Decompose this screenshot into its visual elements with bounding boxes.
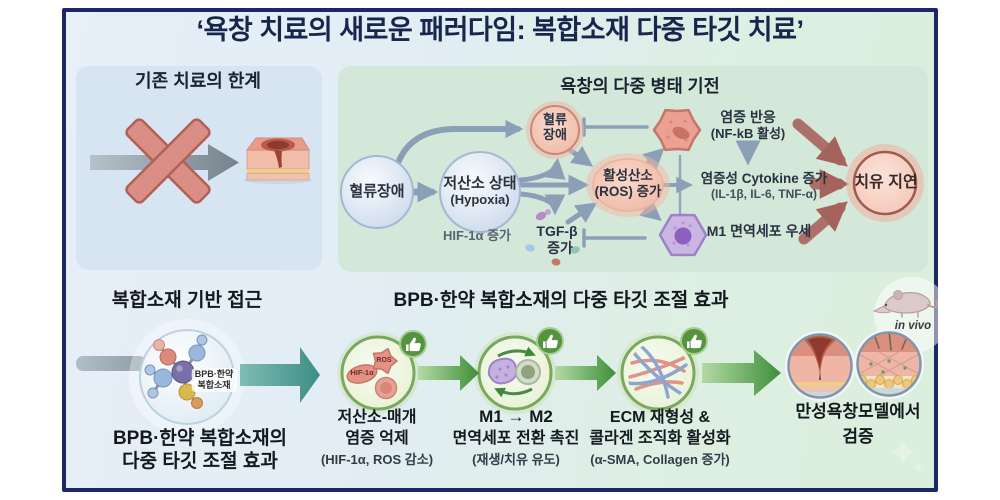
tgf-blobs-icon bbox=[525, 209, 580, 266]
panel-mechanism-title: 욕창의 다중 병태 기전 bbox=[560, 76, 720, 96]
panel-limits-title: 기존 치료의 한계 bbox=[135, 71, 261, 91]
label-ros-l2: (ROS) 증가 bbox=[594, 184, 662, 199]
step2-sub: (재생/치유 유도) bbox=[472, 452, 560, 467]
wound-model-circle bbox=[785, 331, 855, 401]
approach-inflow-bar bbox=[76, 356, 146, 371]
label-tgf-l1: TGF-β bbox=[536, 223, 578, 239]
panel-mechanism-art bbox=[340, 101, 924, 266]
step1-l2: 염증 억제 bbox=[345, 430, 409, 447]
label-hif-increase: HIF-1α 증가 bbox=[442, 228, 512, 243]
step3-sub: (α-SMA, Collagen 증가) bbox=[590, 452, 730, 467]
label-ros-l1: 활성산소 bbox=[603, 168, 653, 183]
thumbs-up-badge-3 bbox=[680, 327, 708, 355]
bottom-art bbox=[76, 277, 950, 473]
step2-l2: 면역세포 전환 촉진 bbox=[452, 430, 580, 447]
label-hypoxia: 저산소 상태 bbox=[443, 175, 517, 192]
label-cytokine-l2: (IL-1β, IL-6, TNF-α) bbox=[710, 187, 818, 201]
label-inflammation-l1: 염증 반응 bbox=[720, 109, 776, 125]
approach-caption-l1: BPB·한약 복합소재의 bbox=[112, 428, 288, 449]
red-x-icon bbox=[125, 118, 211, 204]
step3-l1: ECM 재형성 & bbox=[609, 409, 711, 426]
delay-arrows bbox=[792, 118, 850, 245]
label-tgf-l2: 증가 bbox=[547, 240, 573, 256]
label-hypoxia-en: (Hypoxia) bbox=[450, 192, 510, 207]
mouse-icon bbox=[872, 290, 938, 318]
inner-ros-label: ROS bbox=[376, 357, 392, 364]
step-arrow-2 bbox=[555, 355, 616, 391]
healed-skin-circle bbox=[854, 329, 924, 399]
node-healing-delay bbox=[852, 150, 918, 216]
label-cytokine-l1: 염증성 Cytokine 증가 bbox=[700, 171, 828, 186]
panel-limits-art bbox=[90, 118, 312, 204]
m1-cell-icon bbox=[658, 213, 708, 257]
node-hypoxia bbox=[439, 151, 521, 233]
molecule-label-l1: BPB·한약 bbox=[194, 369, 234, 379]
step-arrow-3 bbox=[702, 350, 781, 396]
inflammatory-cell-icon bbox=[652, 108, 702, 152]
node-blood-flow-2 bbox=[530, 105, 580, 155]
label-blood-flow: 혈류장애 bbox=[349, 183, 405, 200]
effect-circle-1 bbox=[337, 332, 419, 414]
step1-l1: 저산소-매개 bbox=[337, 409, 417, 426]
inner-hif-label: HIF-1α bbox=[350, 368, 374, 377]
approach-caption-l2: 다중 타깃 조절 효과 bbox=[122, 451, 278, 472]
step2-l1: M1 → M2 bbox=[479, 407, 553, 426]
in-vivo-label: in vivo bbox=[894, 320, 932, 332]
molecule-label: BPB·한약 복합소재 bbox=[191, 368, 237, 392]
effect-circle-2 bbox=[474, 332, 556, 414]
node-ros bbox=[592, 158, 664, 212]
label-m1-dominance: M1 면역세포 우세 bbox=[706, 223, 812, 239]
label-inflammation-l2: (NF-kB 활성) bbox=[710, 126, 786, 141]
step4-l2: 검증 bbox=[842, 427, 874, 446]
step4-l1: 만성욕창모델에서 bbox=[795, 402, 921, 421]
main-title: ‘욕창 치료의 새로운 패러다임: 복합소재 다중 타깃 치료’ bbox=[196, 15, 804, 45]
approach-title: 복합소재 기반 접근 bbox=[111, 290, 263, 311]
molecule-icon bbox=[144, 334, 208, 409]
thumbs-up-badge-2 bbox=[536, 327, 564, 355]
pathway-arrows bbox=[395, 117, 761, 248]
label-blood-flow2-l2: 장애 bbox=[543, 127, 567, 142]
wound-skin-icon bbox=[244, 137, 312, 184]
effect-circle-3 bbox=[617, 332, 699, 414]
approach-arrow bbox=[240, 347, 320, 403]
step3-l2: 콜라겐 조직화 활성화 bbox=[589, 430, 731, 447]
label-blood-flow2-l1: 혈류 bbox=[543, 112, 567, 127]
label-healing-delay: 치유 지연 bbox=[854, 174, 918, 191]
step1-sub: (HIF-1α, ROS 감소) bbox=[320, 452, 434, 467]
step-arrow-1 bbox=[418, 355, 479, 391]
effects-title: BPB·한약 복합소재의 다중 타깃 조절 효과 bbox=[393, 290, 729, 311]
node-blood-flow bbox=[340, 155, 414, 229]
thumbs-up-badge-1 bbox=[399, 330, 427, 358]
molecule-label-l2: 복합소재 bbox=[197, 379, 231, 390]
sparkle-icon bbox=[891, 440, 924, 473]
